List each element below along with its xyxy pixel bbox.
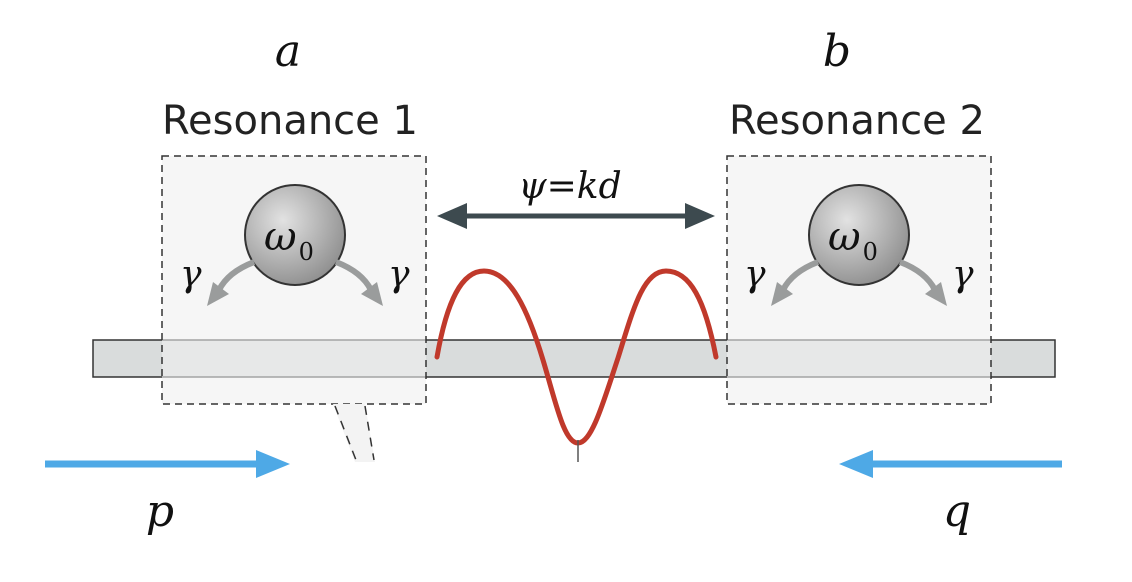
resonator-a-decay-right: γ xyxy=(388,254,410,295)
resonator-a-frequency: ω0 xyxy=(264,214,314,266)
resonator-a-decay-left: γ xyxy=(180,254,202,295)
port-q-arrow xyxy=(839,450,1062,478)
port-p-label: p xyxy=(146,486,174,537)
resonator-b-node xyxy=(808,184,910,286)
resonator-a-title: Resonance 1 xyxy=(162,98,418,144)
phase-arrow xyxy=(437,203,715,229)
coupling-tail-left-edge xyxy=(334,405,357,461)
resonator-b-decay-left-arrow xyxy=(771,259,820,306)
resonator-a-decay-right-arrow xyxy=(334,259,383,306)
resonator-b-title: Resonance 2 xyxy=(729,98,985,144)
port-q-label: q xyxy=(943,486,971,537)
coupling-tail xyxy=(333,404,375,462)
resonator-a-node xyxy=(244,184,346,286)
phase-label: ψ=kd xyxy=(518,166,621,207)
resonator-a-mode-label: a xyxy=(275,26,301,77)
resonator-b-mode-label: b xyxy=(823,26,851,77)
port-p-arrow xyxy=(45,450,290,478)
resonator-b-decay-right: γ xyxy=(952,254,974,295)
resonator-b-decay-left: γ xyxy=(744,254,766,295)
resonator-b-frequency: ω0 xyxy=(828,214,878,266)
resonator-a-decay-left-arrow xyxy=(207,259,256,306)
resonator-b-decay-right-arrow xyxy=(898,259,947,306)
